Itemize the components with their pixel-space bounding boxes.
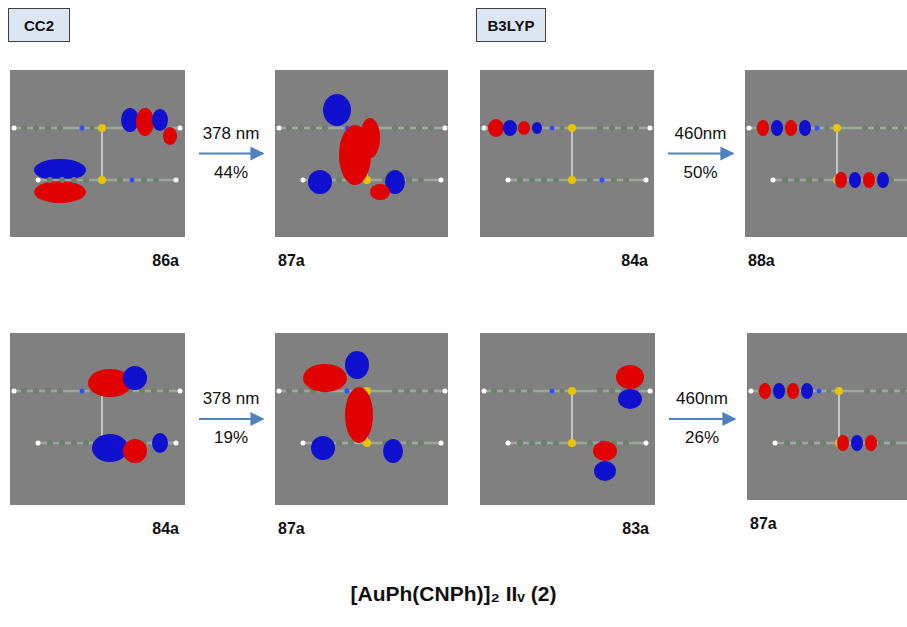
transition-arrow [199, 418, 263, 420]
orbital-panel [275, 70, 448, 237]
orbital-box: 87a [275, 333, 448, 505]
wavelength-label: 378 nm [203, 124, 260, 144]
orbital-number: 84a [621, 252, 648, 270]
weight-label: 26% [685, 428, 719, 448]
orbital-box: 88a [745, 70, 907, 237]
orbital-number: 86a [152, 252, 179, 270]
orbital-number: 84a [152, 520, 179, 538]
transition-arrow [668, 153, 733, 155]
orbital-panel [10, 333, 185, 505]
orbital-box: 84a [10, 333, 185, 505]
orbital-number: 87a [278, 520, 305, 538]
orbital-box: 83a [480, 333, 655, 505]
weight-label: 44% [214, 163, 248, 183]
orbital-box: 87a [275, 70, 448, 237]
orbital-box: 87a [747, 333, 907, 500]
transition-arrow [199, 153, 263, 155]
method-label: B3LYP [488, 17, 535, 34]
orbital-number: 87a [278, 252, 305, 270]
orbital-number: 87a [750, 515, 777, 533]
method-label: CC2 [24, 17, 54, 34]
orbital-box: 84a [480, 70, 654, 237]
method-tag: B3LYP [476, 8, 546, 42]
method-tag: CC2 [8, 8, 70, 42]
weight-label: 19% [214, 428, 248, 448]
transition-arrow [669, 418, 735, 420]
weight-label: 50% [683, 163, 717, 183]
wavelength-label: 460nm [676, 389, 728, 409]
orbital-number: 83a [622, 520, 649, 538]
orbital-panel [10, 70, 185, 237]
orbital-panel [480, 70, 654, 237]
orbital-box: 86a [10, 70, 185, 237]
orbital-panel [480, 333, 655, 505]
wavelength-label: 378 nm [203, 389, 260, 409]
orbital-number: 88a [748, 252, 775, 270]
figure-title: [AuPh(CNPh)]₂ IIᵥ (2) [0, 582, 907, 606]
orbital-panel [275, 333, 448, 505]
orbital-panel [747, 333, 907, 500]
orbital-panel [745, 70, 907, 237]
wavelength-label: 460nm [675, 124, 727, 144]
